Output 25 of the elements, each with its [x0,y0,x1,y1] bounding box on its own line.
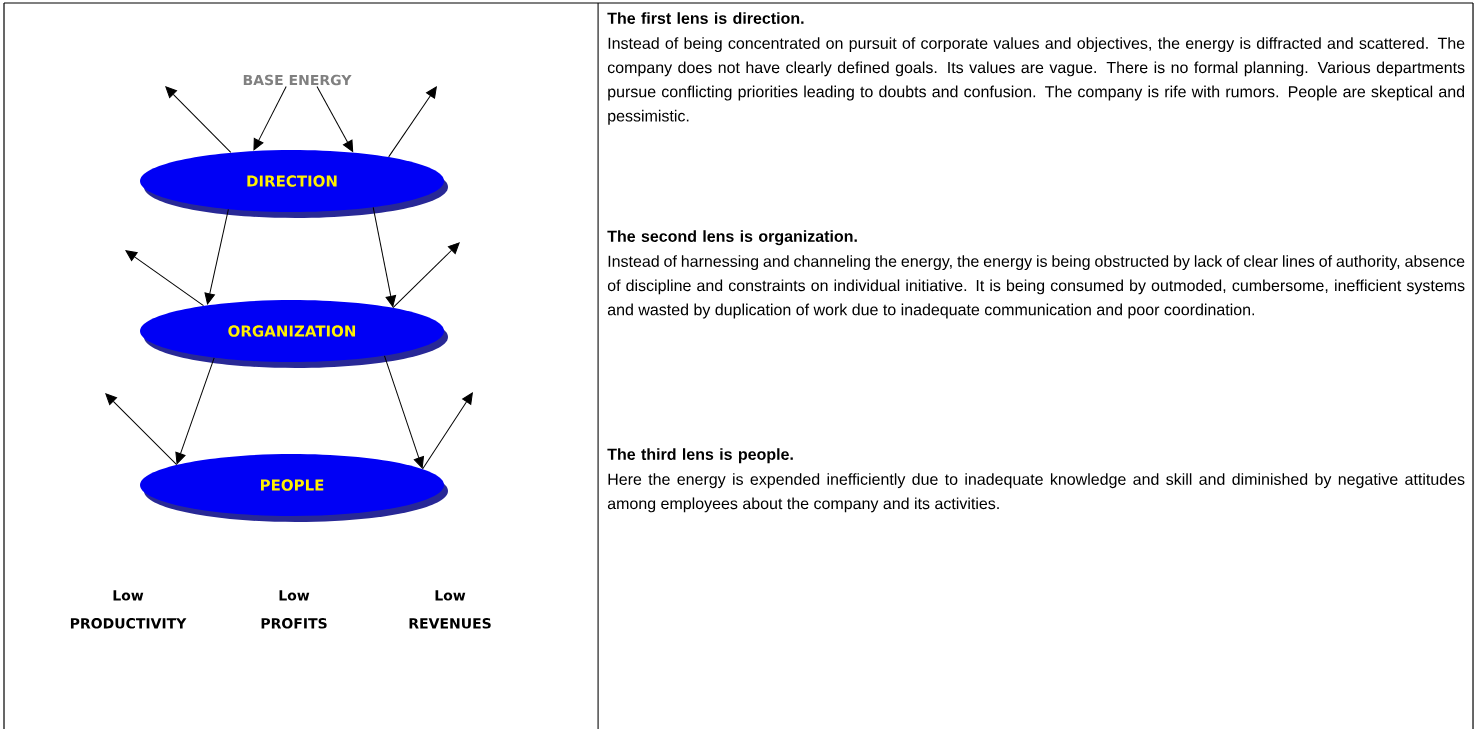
ellipse-lens: PEOPLE [140,454,448,522]
arrow [125,250,204,307]
ellipse-lens: ORGANIZATION [140,300,448,368]
arrow [384,355,424,469]
arrow [253,86,287,151]
arrow [316,86,354,152]
arrow [422,392,473,470]
arrow [392,242,460,309]
heading: The second lens is organization. [607,230,857,246]
arrow [165,86,232,153]
arrow [372,206,397,307]
paragraph: Instead of being concentrated on pursuit of corporate values and objectives, the energy is diffracted and scattered. The company does not have clearly defined goals. Its values are vague. There is no formal planning. Various departments pursue conflicting priorities leading to doubts and confusion. The company is rife with rumors. People are skeptical and pessimistic. [607,37,1465,125]
heading: The third lens is people. [607,448,793,464]
result-label: Low PROFITS [261,590,327,629]
arrow [175,357,215,465]
result-label: Low PRODUCTIVITY [70,590,187,629]
arrow [105,393,178,466]
ellipse-lens: DIRECTION [140,150,448,218]
arrow [204,208,229,305]
heading: The first lens is direction. [607,12,804,24]
paragraph: Here the energy is expended inefficiently due to inadequate knowledge and skill and diminished by negative attitudes among employees about the company and its activities. [607,473,1465,513]
result-label: Low REVENUES [409,590,491,629]
paragraph: Instead of harnessing and channeling the energy, the energy is being obstructed by lack of clear lines of authority, absence of discipline and constraints on individual initiative. It is being consumed by outmoded, cumbersome, inefficient systems and wasted by duplication of work due to inadequate communication and poor coordination. [607,255,1465,319]
arrow [388,86,437,158]
base-energy-text: BASE ENERGY [243,74,352,86]
